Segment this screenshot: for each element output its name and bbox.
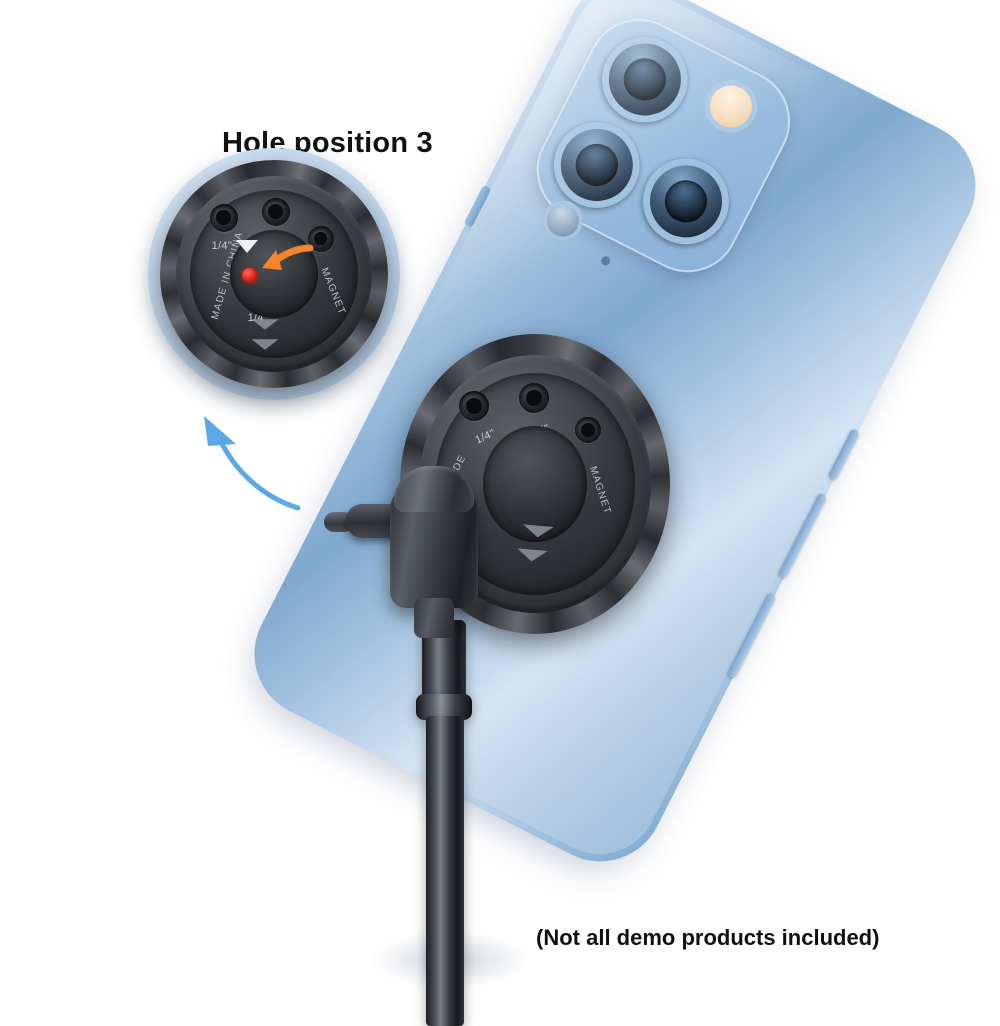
chevron-mark-1: [516, 548, 548, 563]
callout-pointer-arrow-icon: [204, 416, 301, 511]
selected-hole-indicator: [241, 267, 257, 283]
chevron-mark-2: [522, 524, 554, 539]
magnetic-mount-head: 1/4" 1/4" MADE MAGNET: [400, 334, 670, 634]
callout-chevron-1: [251, 338, 279, 350]
alignment-triangle-icon: [235, 239, 258, 253]
lens-inner: [569, 137, 625, 193]
highlight-arrow-icon: [262, 244, 314, 270]
camera-flash-icon: [696, 71, 766, 142]
pole-lock-ring: [416, 694, 472, 720]
callout-screw-hole-2: [261, 197, 290, 226]
thread-label-1: 1/4": [473, 427, 498, 447]
camera-lens-3: [628, 143, 744, 260]
screw-hole-2: [519, 383, 550, 413]
callout-magnet-text: MAGNET: [318, 265, 348, 317]
ball-head-neck: [414, 598, 454, 638]
disclaimer-text: (Not all demo products included): [536, 925, 880, 950]
camera-lens-1: [587, 21, 703, 138]
magnet-text: MAGNET: [587, 465, 614, 516]
lens-inner: [617, 51, 673, 108]
callout-chevron-2: [251, 318, 279, 330]
mount-center-hub: [483, 426, 587, 542]
callout-mount-face: 1/4" 1/4" 1/4" MADE IN CHINA MAGNET: [189, 189, 359, 359]
callout-mount-head: 1/4" 1/4" 1/4" MADE IN CHINA MAGNET: [160, 160, 388, 388]
callout-screw-hole-1: [209, 203, 238, 232]
pole-lower-segment: [426, 716, 464, 1026]
callout-thread-label-1: 1/4": [211, 239, 233, 252]
screw-hole-3: [575, 417, 602, 443]
ball-head-collar: [394, 466, 474, 512]
tripod-pole: [408, 620, 478, 1026]
product-image-canvas: 1/4" 1/4" MADE MAGNET 1/4" 1/4": [148, 0, 998, 1026]
lens-inner: [658, 173, 714, 230]
ball-head-joint: [324, 466, 496, 645]
screw-hole-1: [459, 391, 490, 421]
